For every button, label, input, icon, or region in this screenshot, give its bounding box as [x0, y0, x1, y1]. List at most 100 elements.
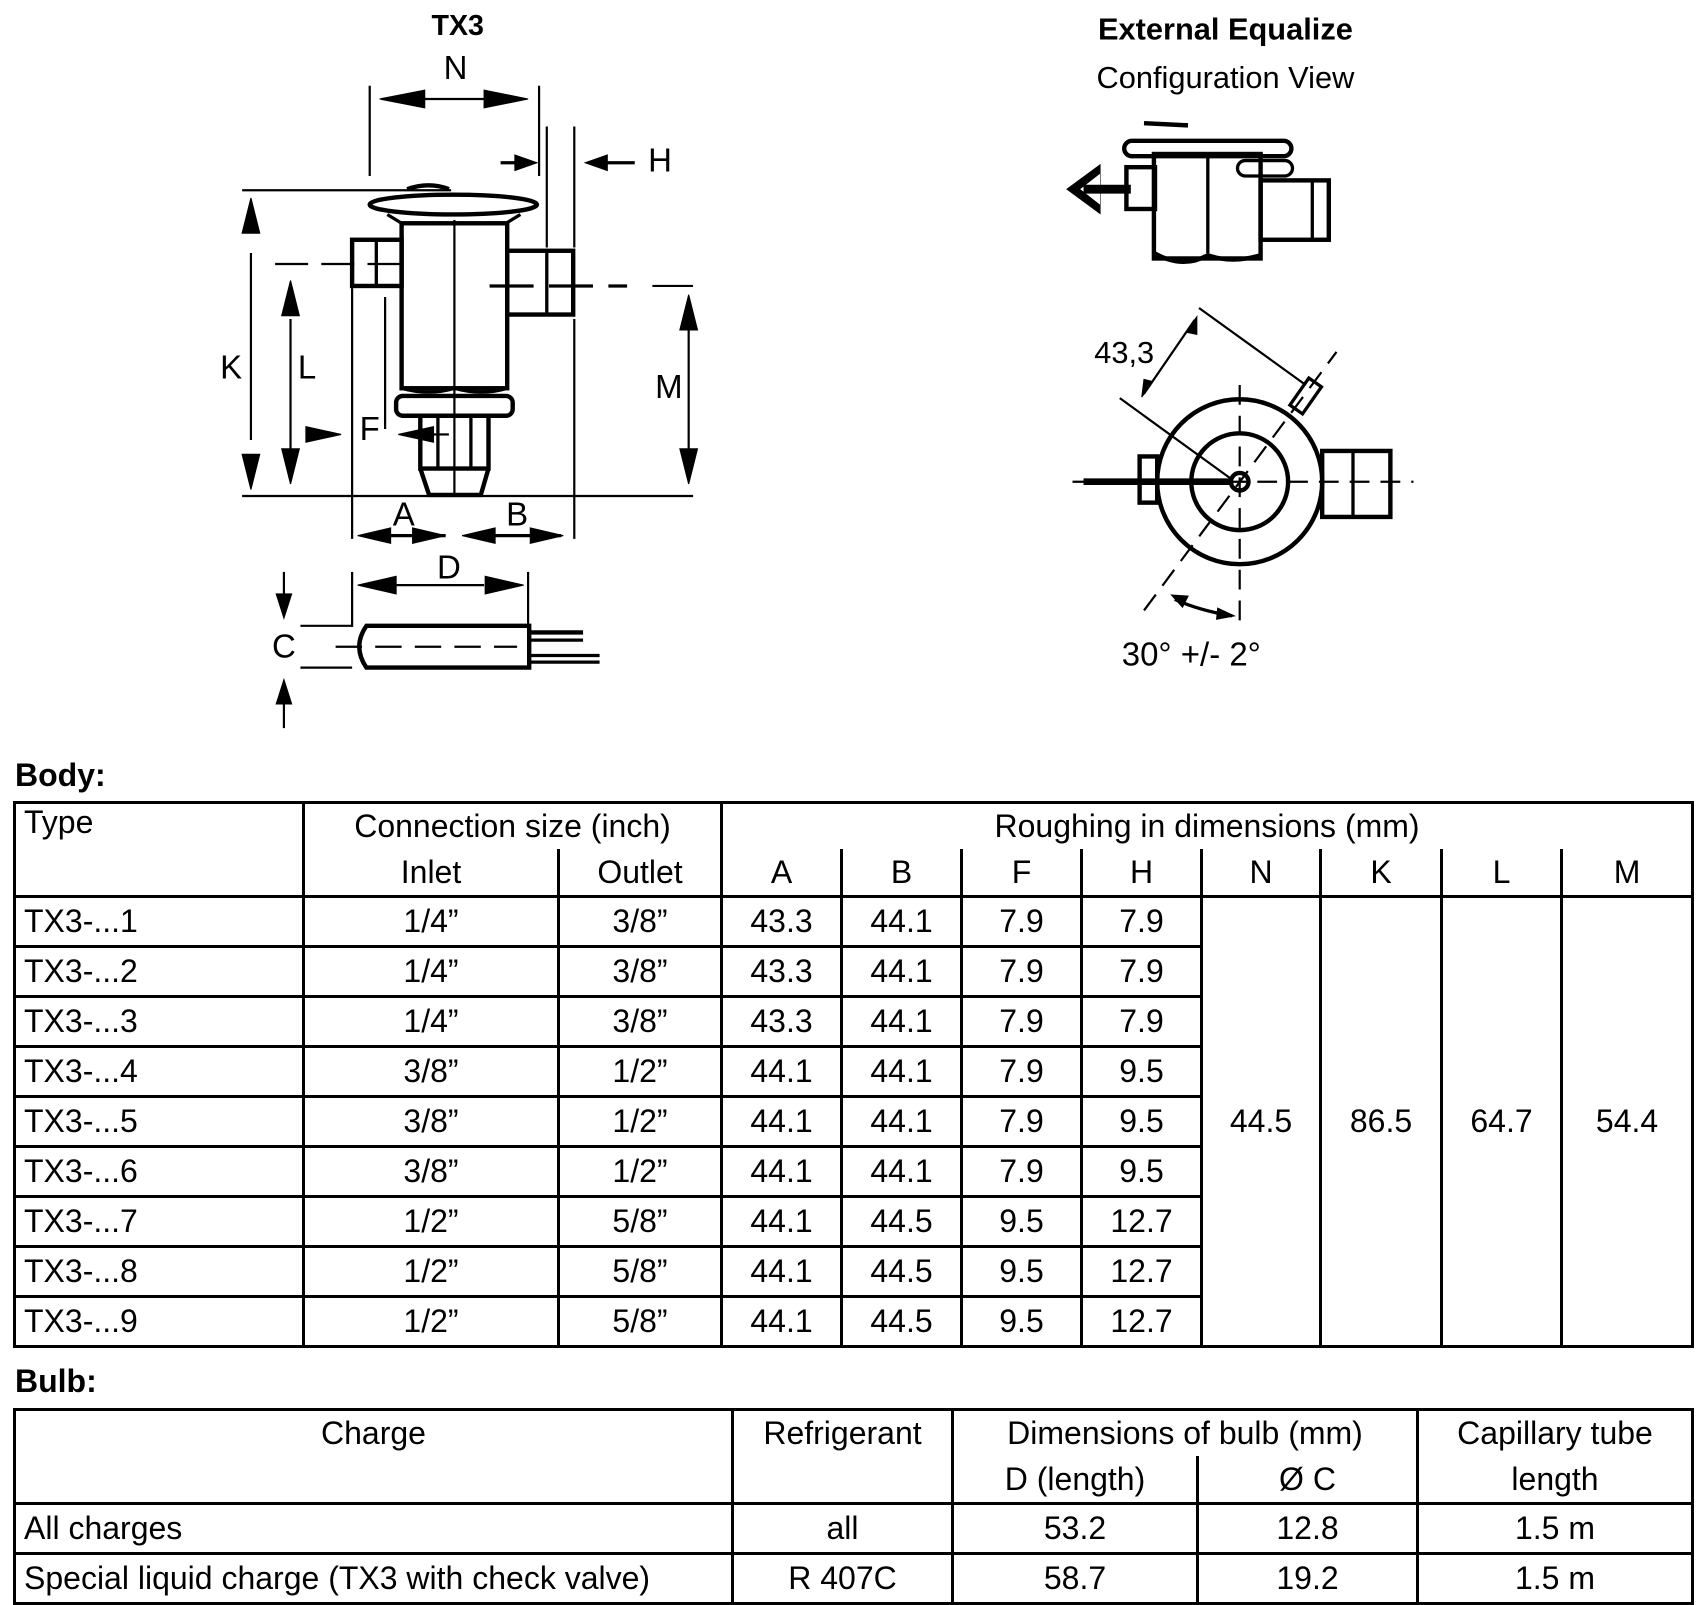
cell-d-length: 58.7: [951, 1552, 1199, 1605]
cell-dia-c: 19.2: [1196, 1552, 1419, 1605]
header-type: Type: [13, 801, 305, 849]
cell-capillary: 1.5 m: [1416, 1552, 1694, 1605]
cell-f: 9.5: [960, 1295, 1083, 1348]
dim-label-k: K: [220, 348, 242, 385]
cell-inlet: 3/8”: [302, 1145, 560, 1198]
body-dimensions-table: Type Connection size (inch) Roughing in …: [13, 801, 1695, 1348]
cell-a: 44.1: [720, 1145, 843, 1198]
angle-label: 30° +/- 2°: [1122, 635, 1261, 672]
body-section-title: Body:: [15, 757, 106, 793]
cell-outlet: 5/8”: [557, 1245, 723, 1298]
header-n: N: [1200, 849, 1322, 898]
dim-label-l: L: [298, 348, 316, 385]
header-refrigerant: Refrigerant: [731, 1408, 954, 1456]
dim-label-f: F: [360, 410, 380, 447]
configuration-view-subtitle: Configuration View: [1096, 60, 1355, 95]
cell-outlet: 3/8”: [557, 945, 723, 998]
cell-type: TX3-...6: [13, 1145, 305, 1198]
cell-h: 9.5: [1080, 1045, 1203, 1098]
cell-type: TX3-...2: [13, 945, 305, 998]
cell-h: 12.7: [1080, 1295, 1203, 1348]
cell-f: 7.9: [960, 895, 1083, 948]
cell-charge: All charges: [13, 1502, 734, 1555]
cell-b: 44.5: [840, 1295, 963, 1348]
cell-inlet: 1/4”: [302, 895, 560, 948]
cell-a: 44.1: [720, 1195, 843, 1248]
cell-outlet: 1/2”: [557, 1145, 723, 1198]
cell-h: 12.7: [1080, 1195, 1203, 1248]
external-equalize-title: External Equalize: [1098, 12, 1353, 47]
header-l: L: [1440, 849, 1563, 898]
cell-b: 44.1: [840, 945, 963, 998]
header-type-blank: [13, 849, 305, 898]
cell-f: 7.9: [960, 995, 1083, 1048]
dim-label-h: H: [648, 142, 672, 179]
cell-outlet: 1/2”: [557, 1095, 723, 1148]
cell-outlet: 3/8”: [557, 895, 723, 948]
cell-f: 9.5: [960, 1245, 1083, 1298]
header-k: K: [1319, 849, 1443, 898]
cell-common-n: 44.5: [1200, 895, 1322, 1348]
cell-a: 43.3: [720, 995, 843, 1048]
cell-common-l: 64.7: [1440, 895, 1563, 1348]
cell-type: TX3-...1: [13, 895, 305, 948]
cell-a: 44.1: [720, 1095, 843, 1148]
header-refrigerant-blank: [731, 1456, 954, 1505]
cell-type: TX3-...9: [13, 1295, 305, 1348]
cell-h: 7.9: [1080, 895, 1203, 948]
cell-a: 43.3: [720, 895, 843, 948]
cell-d-length: 53.2: [951, 1502, 1199, 1555]
cell-h: 7.9: [1080, 995, 1203, 1048]
header-h: H: [1080, 849, 1203, 898]
cell-b: 44.1: [840, 1145, 963, 1198]
header-b: B: [840, 849, 963, 898]
header-outlet: Outlet: [557, 849, 723, 898]
header-charge: Charge: [13, 1408, 734, 1456]
cell-b: 44.1: [840, 1045, 963, 1098]
header-charge-blank: [13, 1456, 734, 1505]
dim-label-m: M: [655, 368, 682, 405]
table-row: Special liquid charge (TX3 with check va…: [13, 1552, 1694, 1605]
header-bulb-dimensions: Dimensions of bulb (mm): [951, 1408, 1419, 1456]
cell-h: 9.5: [1080, 1145, 1203, 1198]
cell-a: 43.3: [720, 945, 843, 998]
cell-inlet: 1/2”: [302, 1295, 560, 1348]
header-f: F: [960, 849, 1083, 898]
cell-outlet: 1/2”: [557, 1045, 723, 1098]
cell-h: 9.5: [1080, 1095, 1203, 1148]
bulb-drawing: D C: [272, 549, 600, 729]
header-m: M: [1559, 849, 1695, 898]
cell-common-m: 54.4: [1559, 895, 1695, 1348]
header-inlet: Inlet: [302, 849, 560, 898]
cell-outlet: 3/8”: [557, 995, 723, 1048]
header-roughing-dimensions: Roughing in dimensions (mm): [719, 801, 1695, 849]
cell-f: 7.9: [960, 945, 1083, 998]
cell-h: 7.9: [1080, 945, 1203, 998]
cell-capillary: 1.5 m: [1416, 1502, 1694, 1555]
cell-inlet: 3/8”: [302, 1095, 560, 1148]
cell-inlet: 1/2”: [302, 1195, 560, 1248]
cell-f: 7.9: [960, 1095, 1083, 1148]
cell-type: TX3-...5: [13, 1095, 305, 1148]
cell-type: TX3-...8: [13, 1245, 305, 1298]
cell-dia-c: 12.8: [1196, 1502, 1419, 1555]
technical-drawing: TX3 N H: [220, 10, 1414, 729]
cell-f: 7.9: [960, 1145, 1083, 1198]
cell-type: TX3-...7: [13, 1195, 305, 1248]
header-capillary-line2: length: [1416, 1456, 1694, 1505]
cell-common-k: 86.5: [1319, 895, 1443, 1348]
cell-b: 44.5: [840, 1195, 963, 1248]
bulb-section-title: Bulb:: [15, 1363, 97, 1399]
cell-f: 7.9: [960, 1045, 1083, 1098]
cell-inlet: 1/4”: [302, 945, 560, 998]
cell-f: 9.5: [960, 1195, 1083, 1248]
